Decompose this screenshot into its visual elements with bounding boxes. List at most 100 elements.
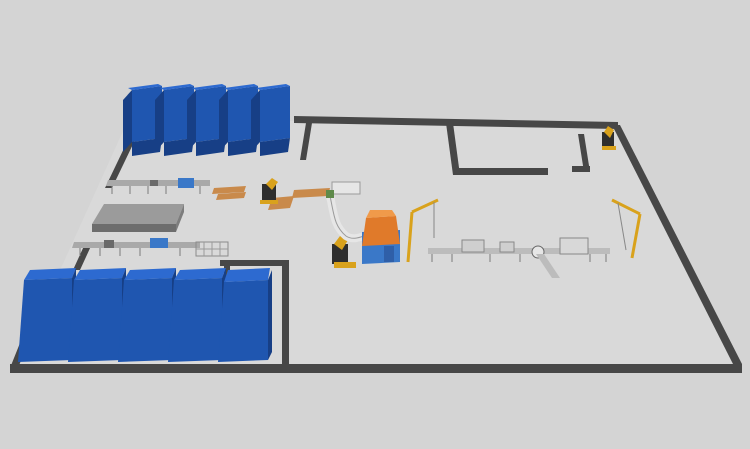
rack-top (174, 268, 226, 280)
robot-arm-segment (604, 126, 614, 138)
rack-top (24, 268, 76, 280)
platform-side (176, 204, 184, 232)
rack-back-2[interactable] (155, 84, 194, 156)
wall-left-upper[interactable] (105, 140, 135, 188)
rack-front-4[interactable] (168, 268, 226, 362)
robot-arm-segment (266, 178, 278, 190)
rack-top (224, 268, 270, 282)
partition-right-bottom[interactable] (572, 166, 590, 172)
wooden-pallets[interactable] (212, 186, 330, 210)
assembly-station (461, 239, 485, 253)
interior-partitions[interactable] (220, 123, 590, 364)
pallet[interactable] (216, 192, 246, 200)
rack-top (256, 84, 290, 90)
back-storage-racks[interactable] (123, 84, 290, 156)
rack-front-5[interactable] (218, 268, 272, 362)
rack-face (18, 278, 72, 362)
rack-top (192, 84, 226, 90)
platform-top (92, 204, 184, 224)
rack-front-2[interactable] (68, 268, 126, 362)
rack-top (224, 84, 258, 90)
crane-boom (611, 198, 641, 216)
machine-top (366, 210, 396, 218)
robot-base (334, 262, 356, 268)
curved-conveyor[interactable] (326, 181, 366, 243)
robot-arm-right[interactable] (602, 126, 616, 150)
wall-front[interactable] (10, 364, 742, 373)
perimeter-walls[interactable] (10, 116, 742, 373)
curved-conveyor-edge (329, 195, 365, 239)
rack-back-4[interactable] (219, 84, 258, 156)
jib-crane-icon (406, 211, 414, 263)
partition-center-left[interactable] (300, 123, 312, 160)
conveyor-station (150, 180, 158, 186)
rack-face (118, 278, 172, 362)
rack-front (132, 86, 162, 142)
partition-center-bottom[interactable] (453, 168, 548, 175)
robot-base (260, 200, 278, 204)
rack-front-1[interactable] (18, 268, 76, 362)
robot-arm-left[interactable] (260, 178, 278, 204)
rack-base-shadow (164, 138, 194, 156)
wall-left-mid[interactable] (73, 246, 91, 270)
rack-face (218, 280, 268, 362)
feeder-unit-module (326, 190, 334, 198)
jib-crane-icon (630, 213, 642, 259)
rack-back-3[interactable] (187, 84, 226, 156)
rack-back-5[interactable] (251, 84, 290, 156)
rack-face (168, 278, 222, 362)
rack-base-shadow (228, 138, 258, 156)
grey-platform[interactable] (92, 204, 184, 232)
conveyor-station (150, 238, 168, 248)
feeder-unit (331, 181, 361, 195)
conveyor-belt (72, 242, 200, 248)
upper-conveyor-line[interactable] (106, 178, 210, 194)
partition-left-office-side[interactable] (282, 260, 289, 364)
main-processing-machine[interactable] (362, 210, 400, 264)
pallet[interactable] (212, 186, 246, 194)
jib-crane-right[interactable] (611, 198, 642, 259)
rack-top (160, 84, 194, 90)
rack-side (123, 90, 132, 152)
conveyor-station (178, 178, 194, 188)
rack-top (128, 84, 162, 90)
rack-face (68, 278, 122, 362)
rack-front (196, 86, 226, 142)
rack-back-1[interactable] (123, 84, 162, 156)
jib-crane-center[interactable] (406, 198, 439, 263)
rack-base-shadow (196, 138, 226, 156)
crane-hoist (617, 202, 627, 251)
assembly-legs (431, 254, 607, 262)
rack-top (124, 268, 176, 280)
partition-left-office-top[interactable] (220, 260, 288, 266)
rack-side (268, 270, 272, 360)
right-assembly-line[interactable] (428, 237, 610, 278)
rack-base-shadow (260, 138, 290, 156)
rack-front (228, 86, 258, 142)
partition-right-vertical[interactable] (578, 134, 590, 172)
diagonal-conveyor (536, 254, 560, 278)
rack-side (187, 90, 196, 152)
lower-conveyor-line[interactable] (72, 238, 229, 257)
rack-front (260, 86, 290, 142)
rack-side (219, 90, 228, 152)
rack-top (74, 268, 126, 280)
partition-center-right[interactable] (446, 123, 460, 175)
rack-base-shadow (132, 138, 162, 156)
front-storage-racks[interactable] (18, 268, 272, 362)
wall-right[interactable] (612, 125, 742, 364)
assembly-station (499, 241, 515, 253)
pallet[interactable] (292, 188, 330, 198)
machine-body (362, 216, 400, 246)
parts-grid-lines (196, 242, 228, 256)
conveyor-legs (79, 248, 181, 256)
platform-front (92, 224, 176, 232)
industrial-robot-arm-icon (332, 244, 348, 264)
robot-base (602, 146, 616, 150)
rack-front-3[interactable] (118, 268, 176, 362)
rack-side (155, 90, 164, 152)
wall-back[interactable] (294, 116, 618, 129)
rack-side (251, 90, 260, 152)
